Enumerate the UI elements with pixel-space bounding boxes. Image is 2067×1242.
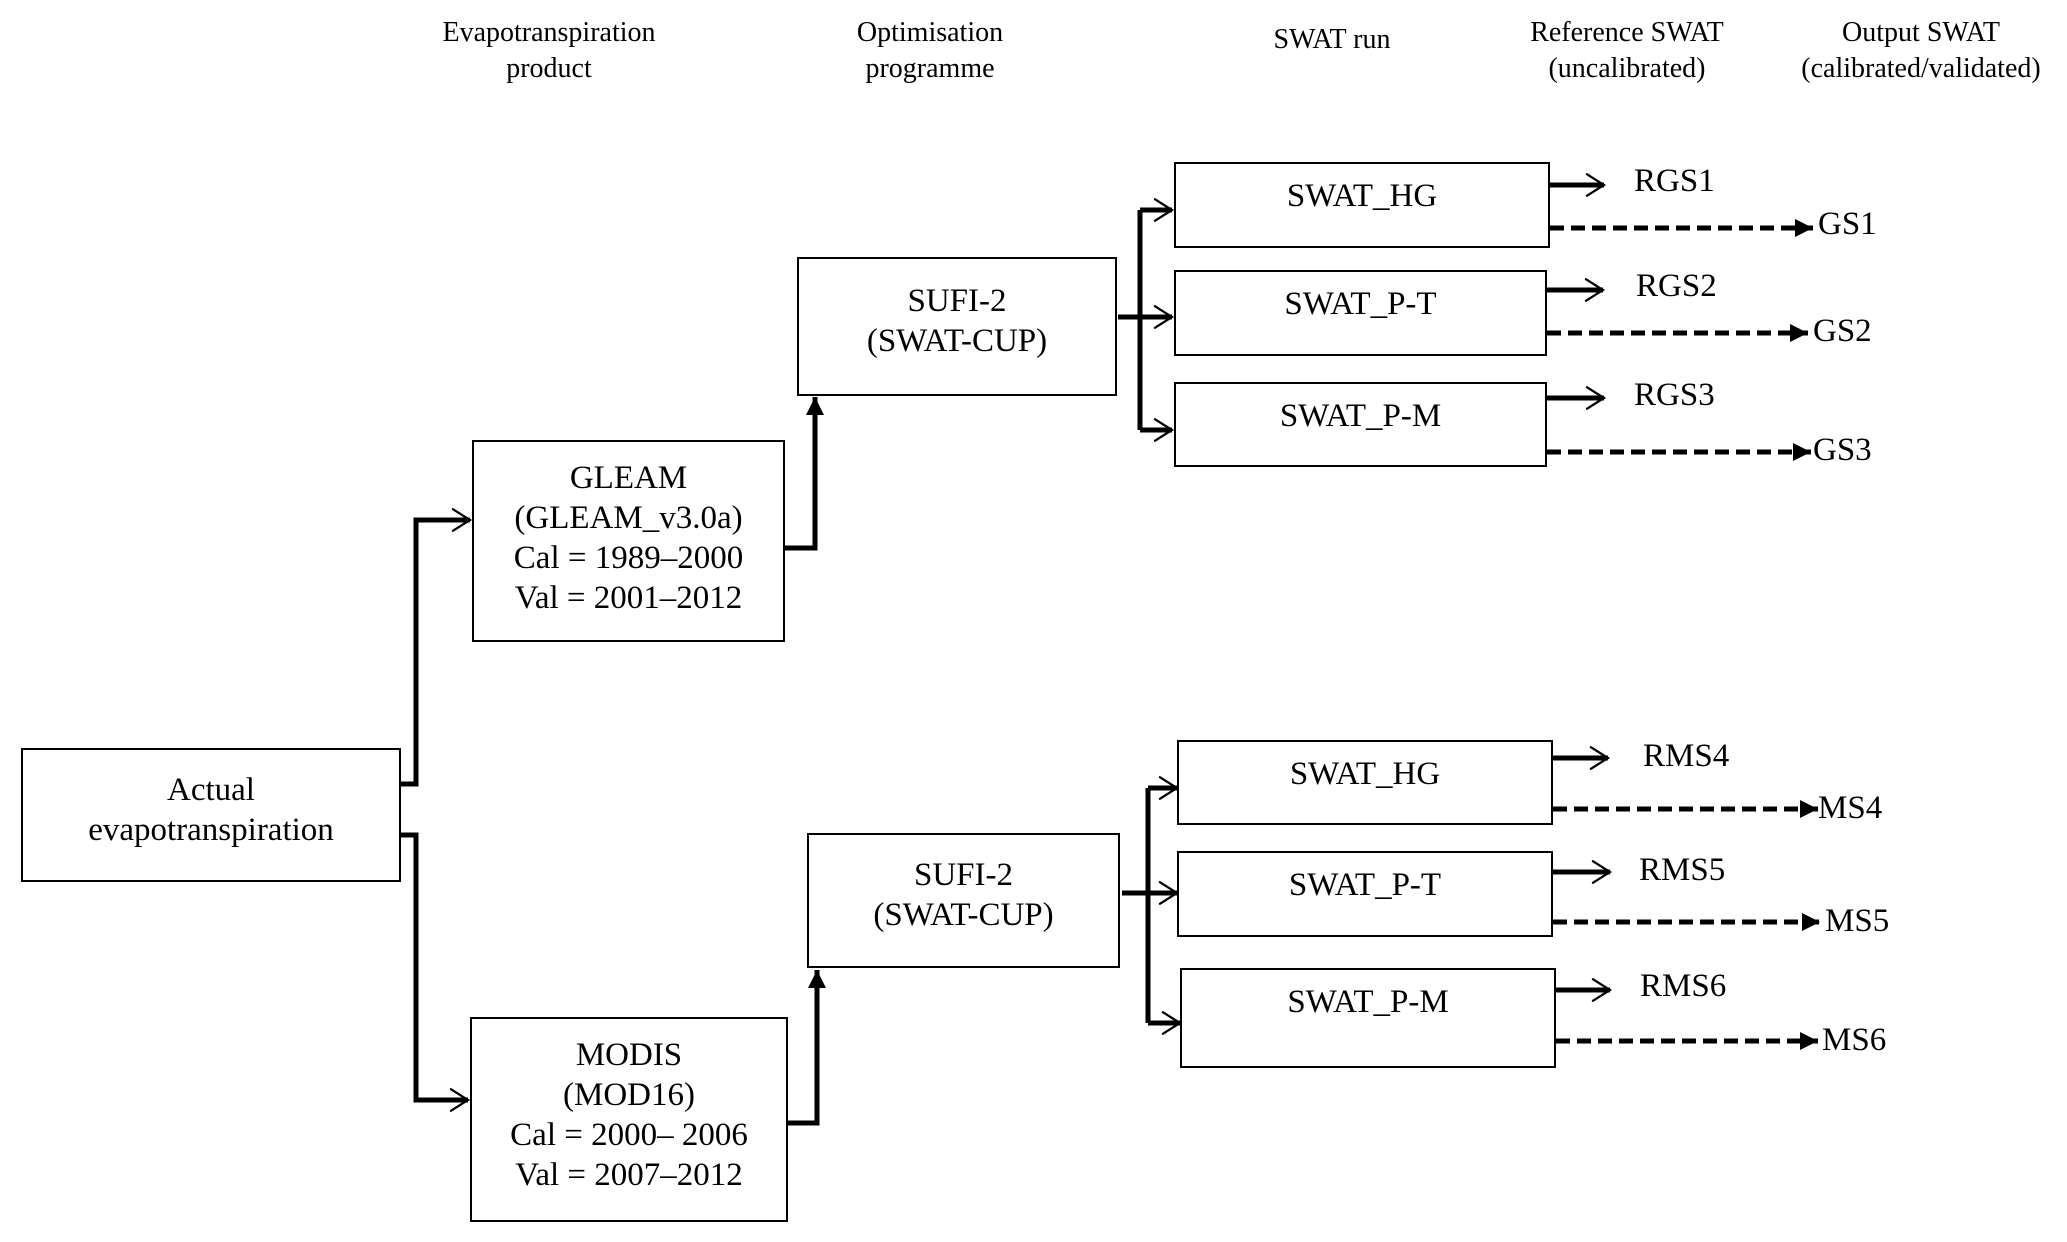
output-label-gs3: GS3 — [1813, 432, 1872, 468]
connector-actual-to-modis — [400, 832, 471, 1112]
reference-label-rgs1: RGS1 — [1634, 163, 1715, 199]
heading-optimisation: Optimisation programme — [857, 15, 1003, 87]
heading-line: programme — [865, 53, 995, 84]
modis-product-box: MODIS (MOD16) Cal = 2000– 2006 Val = 200… — [470, 1017, 788, 1222]
box-line: SUFI-2 — [913, 857, 1014, 893]
heading-reference-swat: Reference SWAT (uncalibrated) — [1530, 15, 1724, 87]
swat-run-box-modis-pm: SWAT_P-M — [1180, 968, 1556, 1068]
swat-run-box-modis-pt: SWAT_P-T — [1177, 851, 1553, 937]
swat-run-box-gleam-hg: SWAT_HG — [1174, 162, 1550, 248]
connector-gleam-to-sufi — [784, 397, 824, 551]
box-line: Cal = 1989–2000 — [513, 540, 744, 576]
heading-line: Output SWAT — [1842, 17, 2000, 48]
heading-line: (calibrated/validated) — [1801, 53, 2041, 84]
box-line: SWAT_P-M — [1279, 398, 1442, 434]
swat-run-box-gleam-pm: SWAT_P-M — [1174, 382, 1547, 467]
box-line: (SWAT-CUP) — [866, 323, 1048, 359]
box-line: (GLEAM_v3.0a) — [514, 500, 743, 536]
box-line: SWAT_P-M — [1287, 984, 1449, 1020]
box-line: (MOD16) — [563, 1077, 695, 1113]
box-line: SWAT_HG — [1289, 756, 1441, 792]
output-label-ms5: MS5 — [1825, 903, 1890, 939]
box-line: SWAT_HG — [1286, 178, 1438, 214]
reference-label-rms6: RMS6 — [1640, 968, 1727, 1004]
heading-line: Optimisation — [856, 17, 1004, 48]
box-line: MODIS — [575, 1037, 683, 1073]
heading-line: Evapotranspiration — [442, 17, 656, 48]
sufi2-gleam-box: SUFI-2 (SWAT-CUP) — [797, 257, 1117, 396]
actual-evapotranspiration-box: Actual evapotranspiration — [21, 748, 401, 882]
heading-line: product — [506, 53, 592, 84]
swat-run-box-gleam-pt: SWAT_P-T — [1174, 270, 1547, 356]
reference-label-rms4: RMS4 — [1643, 738, 1730, 774]
box-line: evapotranspiration — [88, 812, 334, 848]
heading-line: Reference SWAT — [1530, 17, 1724, 48]
connector-actual-to-gleam — [400, 508, 473, 787]
output-label-gs2: GS2 — [1813, 313, 1872, 349]
output-label-ms6: MS6 — [1822, 1022, 1887, 1058]
heading-output-swat: Output SWAT (calibrated/validated) — [1801, 15, 2040, 87]
reference-label-rgs3: RGS3 — [1634, 377, 1715, 413]
connector-modis-to-sufi — [787, 970, 826, 1126]
box-line: Val = 2007–2012 — [515, 1157, 743, 1193]
box-line: (SWAT-CUP) — [873, 897, 1054, 933]
box-line: SUFI-2 — [907, 283, 1007, 319]
output-label-ms4: MS4 — [1818, 790, 1883, 826]
gleam-product-box: GLEAM (GLEAM_v3.0a) Cal = 1989–2000 Val … — [472, 440, 785, 642]
swat-run-box-modis-hg: SWAT_HG — [1177, 740, 1553, 825]
heading-line: (uncalibrated) — [1548, 53, 1706, 84]
output-label-gs1: GS1 — [1818, 206, 1877, 242]
reference-label-rms5: RMS5 — [1639, 852, 1726, 888]
heading-line: SWAT run — [1273, 24, 1391, 55]
box-line: Val = 2001–2012 — [514, 580, 743, 616]
box-line: SWAT_P-T — [1284, 286, 1437, 322]
box-line: SWAT_P-T — [1288, 867, 1442, 903]
sufi2-modis-box: SUFI-2 (SWAT-CUP) — [807, 833, 1120, 968]
box-line: Cal = 2000– 2006 — [510, 1117, 748, 1153]
heading-swat-run: SWAT run — [1274, 22, 1391, 58]
box-line: Actual — [167, 772, 255, 808]
reference-label-rgs2: RGS2 — [1636, 268, 1717, 304]
box-line: GLEAM — [569, 460, 688, 496]
heading-et-product: Evapotranspiration product — [442, 15, 655, 87]
